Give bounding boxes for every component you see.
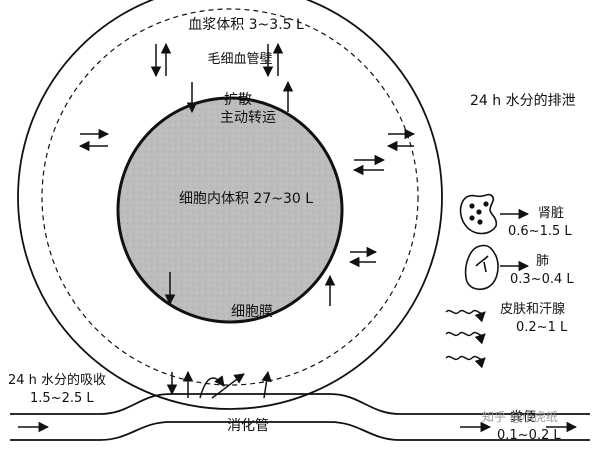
feces-value: 0.1~0.2 L: [497, 428, 561, 443]
cell-membrane-label: 细胞膜: [231, 304, 273, 320]
exchange-arrows-top: [150, 42, 284, 78]
absorption-arrows: [166, 370, 272, 399]
plasma-outer-circle: [17, 0, 443, 410]
wavy-arrow-icon: [445, 309, 486, 369]
lung-label: 肺: [536, 254, 550, 269]
exchange-arrows-left: [78, 128, 110, 152]
excretion-title: 24 h 水分的排泄: [470, 93, 576, 109]
digestive-tract-label: 消化管: [227, 418, 269, 434]
capillary-wall-circle: [41, 8, 419, 386]
active-transport-label: 主动转运: [220, 110, 276, 126]
kidney-value: 0.6~1.5 L: [508, 224, 572, 239]
kidney-icon: [459, 193, 498, 235]
kidney-label: 肾脏: [538, 206, 565, 221]
membrane-arrows: [164, 80, 336, 306]
capillary-wall-label: 毛细血管壁: [207, 52, 273, 67]
intracellular-volume-label: 细胞内体积 27~30 L: [178, 191, 314, 207]
lung-value: 0.3~0.4 L: [510, 272, 574, 287]
lung-icon: [464, 244, 499, 291]
exchange-arrows-right: [348, 128, 416, 268]
skin-value: 0.2~1 L: [516, 320, 568, 335]
cell-membrane-circle: [116, 96, 344, 324]
skin-label: 皮肤和汗腺: [500, 302, 566, 317]
absorption-title: 24 h 水分的吸收: [8, 373, 107, 388]
diffusion-label: 扩散: [224, 92, 252, 108]
watermark-text: 知乎 @小虎纸: [482, 410, 558, 424]
digestive-tract-tube: [10, 393, 590, 441]
feces-label: 粪便: [510, 410, 537, 425]
plasma-volume-label: 血浆体积 3~3.5 L: [188, 17, 304, 33]
absorption-value: 1.5~2.5 L: [30, 391, 94, 406]
